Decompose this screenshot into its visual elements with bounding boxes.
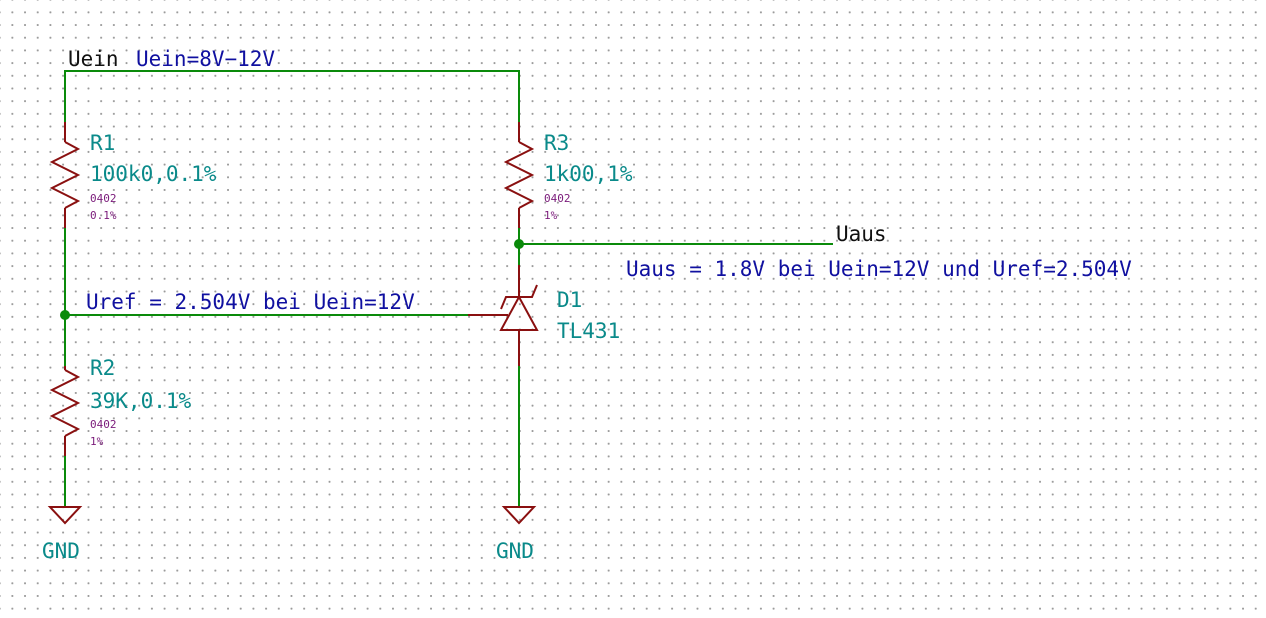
junction-uref bbox=[60, 310, 70, 320]
resistor-r1[interactable] bbox=[49, 122, 81, 228]
note-uaus: Uaus = 1.8V bei Uein=12V und Uref=2.504V bbox=[626, 257, 1132, 281]
resistor-r3[interactable] bbox=[503, 122, 535, 228]
gnd-label-right: GND bbox=[496, 539, 534, 563]
wire-uein-rail[interactable] bbox=[64, 70, 520, 123]
r2-tolerance: 1% bbox=[90, 435, 104, 448]
r1-tolerance: 0.1% bbox=[90, 209, 117, 222]
resistor-r2[interactable] bbox=[49, 366, 81, 456]
r1-value: 100k0,0.1% bbox=[90, 162, 217, 186]
r1-reference: R1 bbox=[90, 131, 115, 155]
r3-reference: R3 bbox=[544, 131, 569, 155]
r2-footprint: 0402 bbox=[90, 418, 117, 431]
r2-value: 39K,0.1% bbox=[90, 389, 192, 413]
r2-reference: R2 bbox=[90, 356, 115, 380]
note-uein-range: Uein=8V−12V bbox=[136, 47, 275, 71]
junction-uaus bbox=[514, 239, 524, 249]
r3-value: 1k00,1% bbox=[544, 162, 633, 186]
shunt-regulator-d1[interactable] bbox=[468, 265, 539, 366]
r3-footprint: 0402 bbox=[544, 192, 571, 205]
d1-reference: D1 bbox=[557, 288, 582, 312]
gnd-label-left: GND bbox=[42, 539, 80, 563]
note-uref: Uref = 2.504V bei Uein=12V bbox=[86, 290, 415, 314]
net-label-uein: Uein bbox=[68, 47, 119, 71]
r3-tolerance: 1% bbox=[544, 209, 558, 222]
wires bbox=[64, 70, 833, 508]
net-label-uaus: Uaus bbox=[836, 222, 887, 246]
d1-value: TL431 bbox=[557, 319, 620, 343]
gnd-symbol-left bbox=[47, 506, 83, 525]
gnd-symbol-right bbox=[501, 506, 537, 525]
r1-footprint: 0402 bbox=[90, 192, 117, 205]
